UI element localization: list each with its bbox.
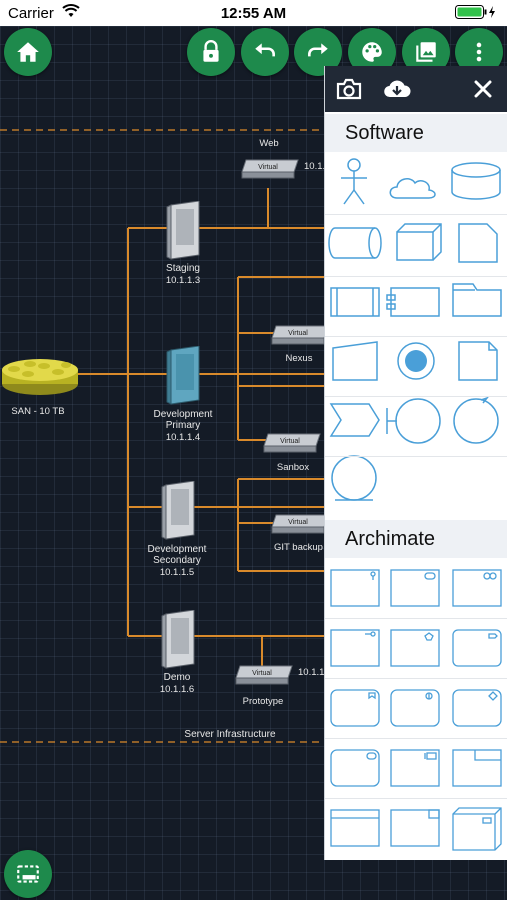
blade-server-staging-icon[interactable] xyxy=(165,201,203,261)
sanbox-label: Sanbox xyxy=(276,462,310,473)
svg-text:Virtual: Virtual xyxy=(288,519,308,526)
home-button[interactable] xyxy=(4,28,52,76)
prototype-ip-label: 10.1.1 xyxy=(298,667,324,678)
more-icon xyxy=(476,42,482,62)
section-archimate-title: Archimate xyxy=(325,520,507,558)
prototype-label: Prototype xyxy=(242,696,284,707)
san-storage-icon[interactable] xyxy=(0,350,80,398)
status-bar: Carrier 12:55 AM xyxy=(0,0,507,26)
cloud-download-button[interactable] xyxy=(383,75,411,103)
git-backup-label: GIT backup xyxy=(274,542,323,553)
palette-icon xyxy=(362,42,382,62)
close-icon xyxy=(474,80,492,98)
staging-label: Staging xyxy=(166,263,200,274)
virtual-server-web-icon[interactable]: Virtual xyxy=(240,158,300,180)
san-label: SAN - 10 TB xyxy=(11,406,65,417)
panel-header xyxy=(325,66,507,112)
undo-button[interactable] xyxy=(241,28,289,76)
software-shapes-grid xyxy=(325,158,507,501)
dev-primary-label-1: Development xyxy=(153,409,213,420)
demo-label: Demo xyxy=(163,672,191,683)
dev-secondary-label-2: Secondary xyxy=(153,555,201,566)
carrier-label: Carrier xyxy=(8,5,54,22)
archimate-shapes-grid xyxy=(325,569,507,851)
cloud-download-icon xyxy=(384,80,411,98)
diagram-connectors xyxy=(0,129,324,743)
server-infrastructure-label: Server Infrastructure xyxy=(184,729,276,740)
wifi-icon xyxy=(62,3,80,23)
svg-text:Virtual: Virtual xyxy=(288,330,308,337)
section-software-title: Software xyxy=(325,114,507,152)
dev-primary-label-2: Primary xyxy=(165,420,201,431)
svg-text:Virtual: Virtual xyxy=(252,670,272,677)
blade-server-demo-icon[interactable] xyxy=(160,610,198,670)
blade-server-dev-secondary-icon[interactable] xyxy=(160,481,198,541)
svg-text:Virtual: Virtual xyxy=(280,438,300,445)
blade-server-dev-primary-icon[interactable] xyxy=(165,346,203,406)
lock-icon xyxy=(203,40,219,62)
camera-button[interactable] xyxy=(335,75,363,103)
lock-button[interactable] xyxy=(187,28,235,76)
virtual-server-prototype-icon[interactable]: Virtual xyxy=(234,664,294,686)
virtual-server-sanbox-icon[interactable]: Virtual xyxy=(262,432,322,454)
virtual-server-nexus-icon[interactable]: Virtual xyxy=(270,324,330,346)
camera-icon xyxy=(336,78,362,100)
dev-secondary-label-1: Development xyxy=(147,544,207,555)
image-icon xyxy=(416,42,436,62)
selection-button[interactable] xyxy=(4,850,52,898)
redo-icon xyxy=(308,43,328,57)
demo-ip-label: 10.1.1.6 xyxy=(159,684,195,695)
virtual-server-git-icon[interactable]: Virtual xyxy=(270,513,330,535)
shape-library-panel: Software xyxy=(324,66,507,860)
nexus-label: Nexus xyxy=(285,353,313,364)
dev-primary-ip-label: 10.1.1.4 xyxy=(165,432,201,443)
web-label: Web xyxy=(259,138,279,149)
home-icon xyxy=(17,42,39,62)
staging-ip-label: 10.1.1.3 xyxy=(165,275,201,286)
web-ip-label: 10.1.1 xyxy=(304,161,324,172)
battery-icon xyxy=(455,5,499,23)
selection-icon xyxy=(17,865,39,883)
clock: 12:55 AM xyxy=(220,5,287,22)
svg-text:Virtual: Virtual xyxy=(258,164,278,171)
dev-secondary-ip-label: 10.1.1.5 xyxy=(159,567,195,578)
undo-icon xyxy=(255,43,275,57)
close-panel-button[interactable] xyxy=(469,75,497,103)
